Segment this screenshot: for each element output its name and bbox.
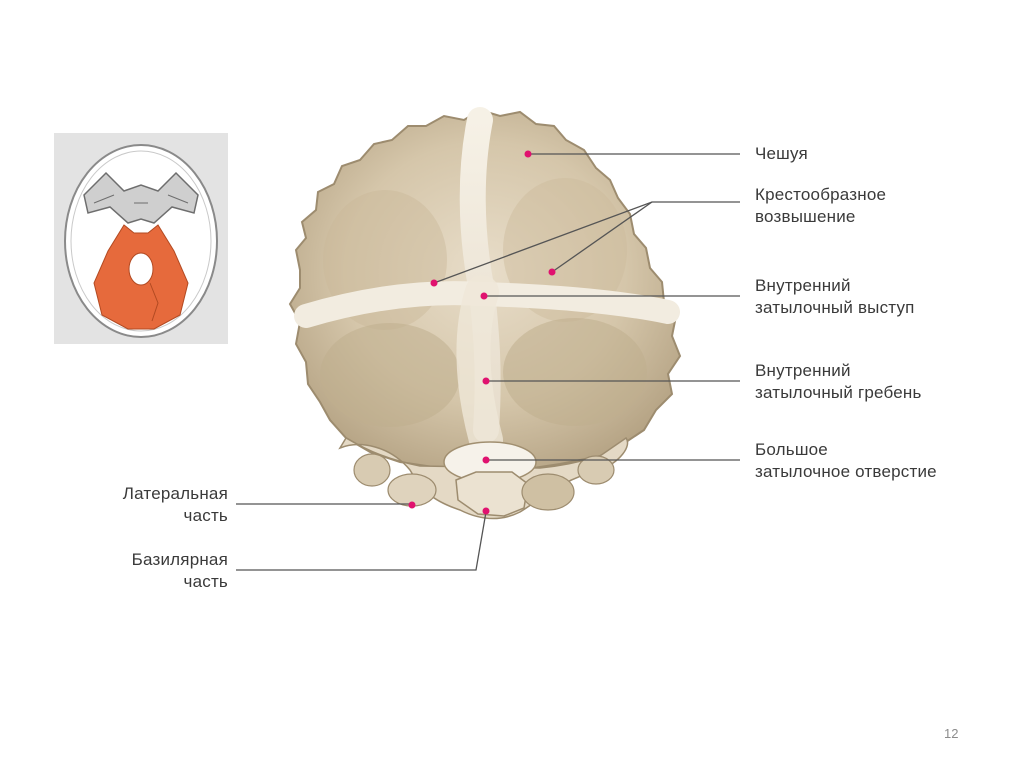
label-lateral-part: Латеральная часть [122,484,228,525]
leader-cruciform-b [551,201,653,273]
marker-basilar [482,507,490,515]
skull-base-illustration [64,144,218,338]
marker-crest [482,377,490,385]
marker-scale [524,150,532,158]
label-scale: Чешуя [755,144,808,163]
label-internal-protuberance: Внутренний затылочный выступ [755,276,915,317]
page-number: 12 [944,726,959,741]
marker-lateral [408,501,416,509]
leader-cruciform-a [433,201,740,284]
label-internal-crest: Внутренний затылочный гребень [755,361,922,402]
basilar-part [455,471,529,517]
leader-basilar [236,511,487,571]
label-basilar-part: Базилярная часть [131,550,228,591]
label-cruciform-eminence: Крестообразное возвышение [755,185,887,226]
marker-cruciform-a [430,279,438,287]
skull-base-inset [54,133,228,344]
label-foramen-magnum: Большое затылочное отверстие [755,440,937,481]
marker-protuberance [480,292,488,300]
marker-cruciform-b [548,268,556,276]
marker-foramen [482,456,490,464]
